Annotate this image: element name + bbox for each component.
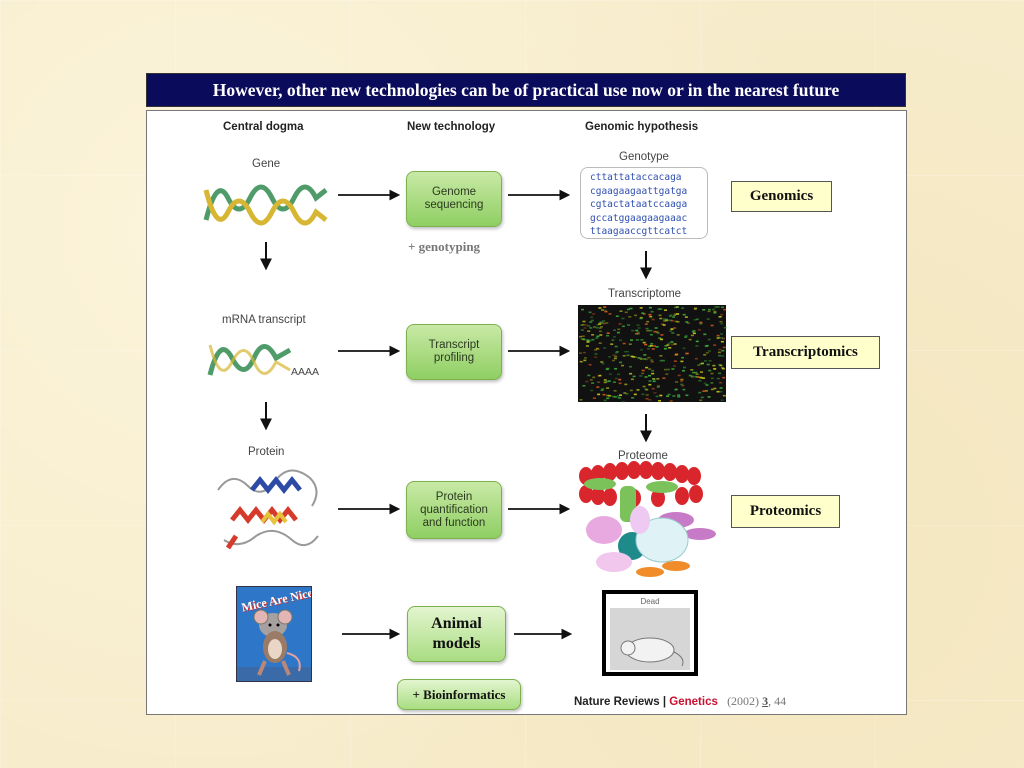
protein-structure-icon: [217, 469, 319, 550]
sequence-line: cgtactataatccaaga: [590, 199, 688, 210]
label-mrna-transcript: mRNA transcript: [222, 314, 306, 326]
genotyping-note: + genotyping: [408, 239, 481, 254]
label-polya: AAAA: [291, 366, 320, 378]
protein-box-line2: quantification: [420, 503, 488, 516]
header-genomic-hypothesis: Genomic hypothesis: [585, 121, 699, 133]
sequence-line: cttattataccacaga: [590, 172, 682, 183]
header-new-technology: New technology: [407, 121, 496, 133]
dead-label: Dead: [640, 597, 660, 606]
transcriptome-heatmap-icon: [578, 305, 727, 403]
label-protein: Protein: [248, 446, 285, 458]
genotype-sequence-box: cttattataccacaga cgaagaagaattgatga cgtac…: [580, 167, 708, 239]
proteome-complex-icon: [579, 461, 716, 577]
protein-box-line1: Protein: [435, 490, 473, 503]
header-central-dogma: Central dogma: [223, 121, 304, 133]
genome-box-line1: Genome: [431, 186, 477, 198]
citation-volume: 3: [762, 694, 769, 708]
mouse-silhouette-icon: [610, 608, 690, 670]
bioinformatics-box: + Bioinformatics: [397, 679, 521, 710]
citation-reference: (2002) 3, 44: [727, 694, 786, 708]
label-proteome: Proteome: [618, 450, 668, 462]
sequence-line: ttaagaaccgttcatct: [590, 226, 688, 237]
slide-title-banner: However, other new technologies can be o…: [146, 73, 906, 107]
bioinformatics-label: + Bioinformatics: [412, 686, 506, 702]
transcriptomics-tag: Transcriptomics: [731, 336, 880, 369]
dead-mouse-image: Dead: [602, 590, 698, 676]
citation: Nature Reviews | Genetics (2002) 3, 44: [574, 694, 786, 709]
label-transcriptome: Transcriptome: [608, 288, 682, 300]
label-genotype: Genotype: [619, 151, 669, 163]
mice-are-nice-book-cover: Mice Are Nice: [236, 586, 312, 682]
protein-box-line3: and function: [422, 516, 486, 529]
slide-title: However, other new technologies can be o…: [212, 79, 840, 100]
citation-journal: Nature Reviews: [574, 696, 660, 708]
mrna-strand-icon: [207, 344, 292, 376]
animal-box-line1: Animal: [431, 615, 482, 632]
sequence-line: cgaagaagaattgatga: [590, 185, 688, 197]
genome-box-line2: sequencing: [424, 199, 484, 211]
mouse-illustration-icon: [237, 609, 311, 681]
citation-section: Genetics: [669, 696, 718, 708]
dna-helix-icon: [203, 184, 328, 226]
transcript-box-line1: Transcript: [428, 339, 480, 351]
animal-models-box: Animal models: [407, 606, 506, 662]
citation-year: (2002): [727, 694, 760, 708]
label-gene: Gene: [252, 158, 281, 170]
proteomics-tag: Proteomics: [731, 495, 840, 528]
transcript-box-line2: profiling: [433, 352, 475, 364]
citation-separator: |: [662, 696, 667, 708]
sequence-line: gccatggaagaagaaac: [590, 212, 688, 224]
animal-box-line2: models: [432, 635, 481, 652]
citation-page: , 44: [768, 694, 787, 708]
genomics-tag: Genomics: [731, 181, 832, 212]
